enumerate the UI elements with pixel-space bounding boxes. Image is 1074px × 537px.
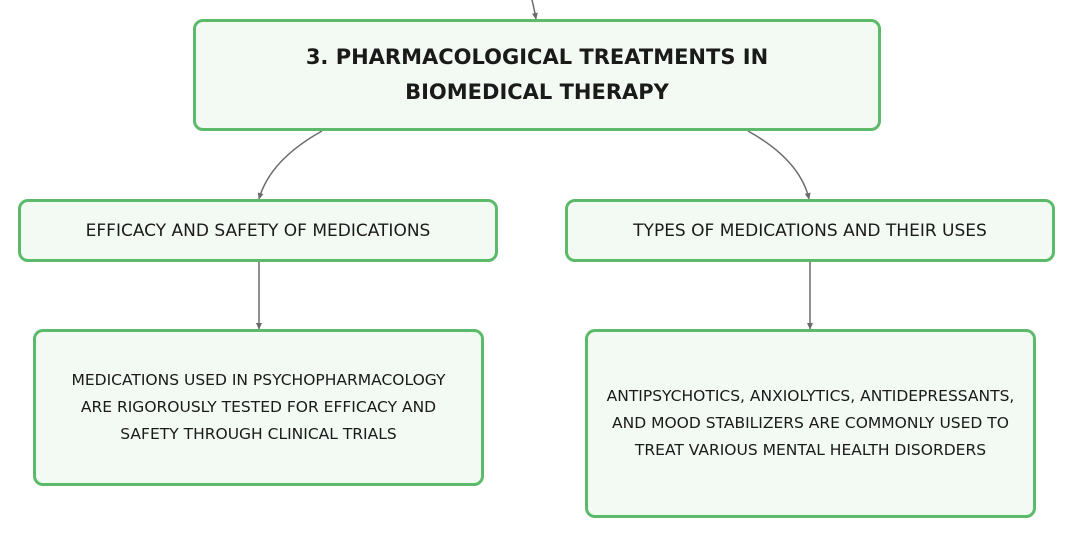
branch-node-medication-types-label: TYPES OF MEDICATIONS AND THEIR USES xyxy=(633,220,987,241)
detail-node-medication-types[interactable]: ANTIPSYCHOTICS, ANXIOLYTICS, ANTIDEPRESS… xyxy=(585,329,1036,518)
branch-node-efficacy-safety[interactable]: EFFICACY AND SAFETY OF MEDICATIONS xyxy=(18,199,498,262)
branch-node-efficacy-safety-label: EFFICACY AND SAFETY OF MEDICATIONS xyxy=(85,220,431,241)
detail-node-medication-types-text: ANTIPSYCHOTICS, ANXIOLYTICS, ANTIDEPRESS… xyxy=(606,387,1015,459)
detail-node-efficacy-safety-text: MEDICATIONS USED IN PSYCHOPHARMACOLOGY A… xyxy=(71,371,446,443)
root-node[interactable]: 3. PHARMACOLOGICAL TREATMENTS IN BIOMEDI… xyxy=(193,19,881,131)
connector-root-to-types xyxy=(747,130,811,200)
branch-node-medication-types[interactable]: TYPES OF MEDICATIONS AND THEIR USES xyxy=(565,199,1055,262)
detail-node-efficacy-safety[interactable]: MEDICATIONS USED IN PSYCHOPHARMACOLOGY A… xyxy=(33,329,484,486)
connector-parent-to-root xyxy=(531,0,538,20)
root-node-title: 3. PHARMACOLOGICAL TREATMENTS IN BIOMEDI… xyxy=(305,45,769,104)
connector-root-to-efficacy xyxy=(257,130,323,200)
